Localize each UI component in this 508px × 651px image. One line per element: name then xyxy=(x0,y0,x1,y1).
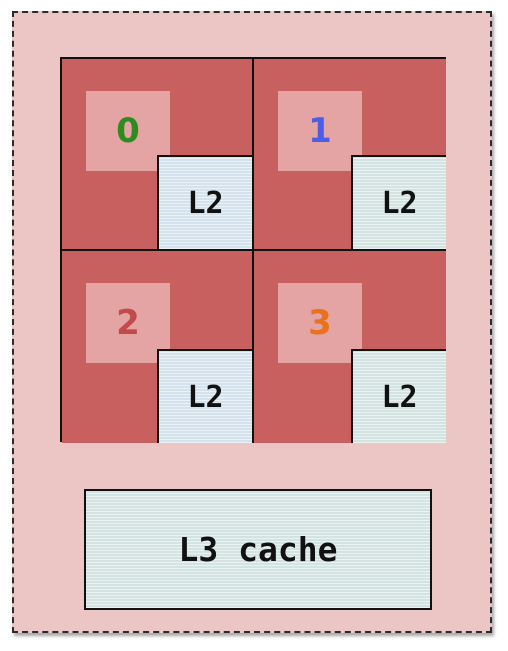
core-0: 0 L2 xyxy=(62,59,254,251)
core-3-id: 3 xyxy=(278,283,362,363)
core-2-id: 2 xyxy=(86,283,170,363)
core-1-l2-cache: L2 xyxy=(351,155,446,249)
core-1: 1 L2 xyxy=(254,59,446,251)
l3-cache: L3 cache xyxy=(84,489,432,610)
core-grid: 0 L2 1 L2 2 L2 3 L2 xyxy=(60,57,446,443)
core-2: 2 L2 xyxy=(62,251,254,443)
core-1-id: 1 xyxy=(278,91,362,171)
core-2-l2-cache: L2 xyxy=(157,349,252,443)
core-0-l2-cache: L2 xyxy=(157,155,252,249)
core-3-l2-cache: L2 xyxy=(351,349,446,443)
core-0-id: 0 xyxy=(86,91,170,171)
core-3: 3 L2 xyxy=(254,251,446,443)
